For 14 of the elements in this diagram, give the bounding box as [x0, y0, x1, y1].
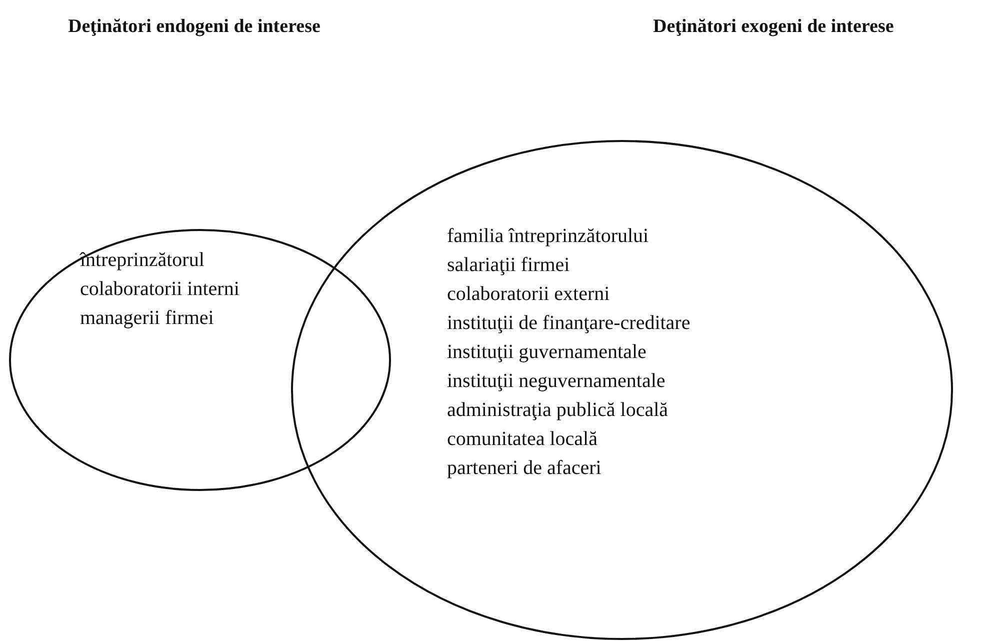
- stakeholder-item: parteneri de afaceri: [447, 456, 602, 481]
- stakeholder-item: instituţii de finanţare-creditare: [447, 311, 690, 336]
- stakeholder-item: instituţii guvernamentale: [447, 340, 646, 365]
- stakeholder-item: instituţii neguvernamentale: [447, 369, 666, 394]
- stakeholder-item: comunitatea locală: [447, 427, 598, 452]
- stakeholder-item: managerii firmei: [80, 306, 214, 331]
- stakeholder-item: salariaţii firmei: [447, 253, 570, 278]
- stakeholder-item: colaboratorii interni: [80, 277, 240, 302]
- stakeholder-item: familia întreprinzătorului: [447, 224, 649, 249]
- group-heading: Deţinători endogeni de interese: [68, 16, 320, 38]
- group-heading: Deţinători exogeni de interese: [653, 16, 894, 38]
- stakeholder-item: administraţia publică locală: [447, 398, 668, 423]
- stakeholder-item: colaboratorii externi: [447, 282, 610, 307]
- stakeholder-item: întreprinzătorul: [80, 248, 204, 273]
